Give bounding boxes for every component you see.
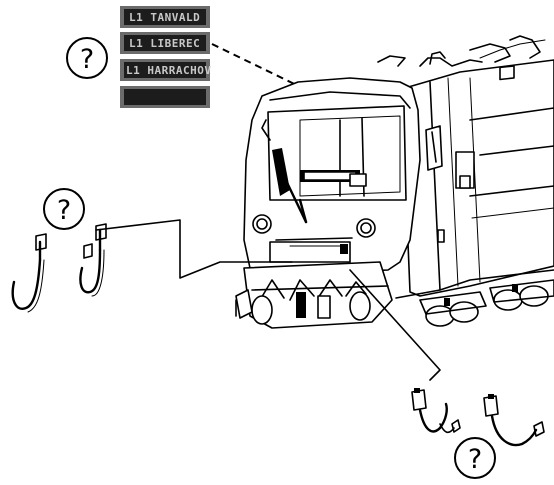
cables-callout-line — [349, 269, 441, 381]
headlight-right-icon — [356, 218, 376, 238]
question-marker-hoses: ? — [43, 188, 85, 230]
headlight-left-icon — [252, 214, 272, 234]
destination-display-text: L1 TANVALD — [129, 11, 200, 24]
brake-hose-right — [79, 223, 107, 297]
bogie-rear — [489, 279, 554, 311]
destination-display-harrachov: L1 HARRACHOV — [120, 59, 211, 81]
brake-hose-left — [11, 233, 47, 313]
destination-display-liberec: L1 LIBEREC — [120, 32, 210, 54]
bogie-front — [419, 291, 487, 327]
question-mark-icon: ? — [57, 195, 71, 226]
destination-display-blank — [120, 86, 210, 108]
locomotive-drawing — [235, 35, 554, 329]
destination-display-text: L1 HARRACHOV — [126, 64, 211, 77]
question-mark-icon: ? — [468, 444, 482, 475]
destination-display-tanvald: L1 TANVALD — [120, 6, 210, 28]
destination-display-options: L1 TANVALD L1 LIBEREC L1 HARRACHOV — [120, 6, 211, 108]
question-marker-cables: ? — [454, 437, 496, 479]
destination-display-text: L1 LIBEREC — [129, 37, 200, 50]
question-mark-icon: ? — [80, 44, 94, 75]
question-marker-display: ? — [66, 37, 108, 79]
jumper-cable-left — [411, 388, 461, 434]
hoses-callout-line — [95, 219, 293, 279]
jumper-cable-right — [483, 394, 545, 447]
